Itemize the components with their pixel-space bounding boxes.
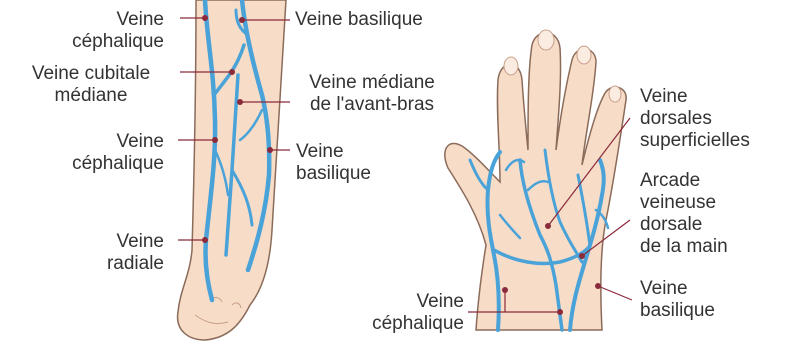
nail-middle	[538, 30, 554, 50]
label-line: médiane	[6, 85, 176, 107]
label-line: céphalique	[30, 31, 164, 53]
label-line: dorsale	[640, 214, 790, 236]
nail-index	[504, 57, 518, 75]
dot-cubitale	[229, 69, 235, 75]
label-veine-cubitale-mediane: Veine cubitale médiane	[6, 63, 176, 107]
label-line: basilique	[296, 163, 406, 185]
label-line: dorsales	[640, 108, 790, 130]
label-line: céphalique	[30, 153, 164, 175]
label-line: Veine	[330, 291, 464, 313]
label-veine-mediane-avant-bras: Veine médiane de l'avant-bras	[292, 72, 452, 116]
label-line: Veine	[60, 231, 164, 253]
label-veine-cephalique-top: Veine céphalique	[30, 9, 164, 53]
label-line: Veine	[30, 9, 164, 31]
label-veine-cephalique-hand: Veine céphalique	[330, 291, 464, 335]
label-line: Veine	[640, 278, 760, 300]
label-veine-basilique-mid: Veine basilique	[296, 141, 406, 185]
dot-cephalique-hand-2	[557, 309, 563, 315]
dot-cephalique-top	[202, 15, 208, 21]
nail-ring	[577, 46, 591, 64]
label-line: superficielles	[640, 130, 790, 152]
label-veine-radiale: Veine radiale	[60, 231, 164, 275]
label-line: céphalique	[330, 313, 464, 335]
dot-basilique-top	[239, 17, 245, 23]
label-line: de l'avant-bras	[292, 94, 452, 116]
label-arcade-veineuse-dorsale: Arcade veineuse dorsale de la main	[640, 170, 790, 258]
nail-little	[609, 86, 621, 102]
dot-cephalique-mid	[212, 137, 218, 143]
dot-dorsales	[545, 223, 551, 229]
label-line: basilique	[640, 300, 760, 322]
label-line: Veine	[30, 131, 164, 153]
label-veine-dorsales-superficielles: Veine dorsales superficielles	[640, 86, 790, 152]
label-veine-basilique-top: Veine basilique	[295, 9, 455, 31]
dot-mediane	[237, 99, 243, 105]
dot-cephalique-hand-1	[502, 287, 508, 293]
dot-basilique-mid	[267, 147, 273, 153]
label-line: veineuse	[640, 192, 790, 214]
label-line: Veine	[640, 86, 790, 108]
label-veine-basilique-hand: Veine basilique	[640, 278, 760, 322]
label-line: Veine basilique	[295, 9, 455, 31]
label-line: de la main	[640, 236, 790, 258]
leader-basilique-hand	[598, 286, 632, 300]
label-line: Veine cubitale	[6, 63, 176, 85]
label-line: Veine	[296, 141, 406, 163]
dot-basilique-hand	[595, 283, 601, 289]
dot-radiale	[202, 237, 208, 243]
dot-arcade	[579, 253, 585, 259]
label-line: Arcade	[640, 170, 790, 192]
label-line: Veine médiane	[292, 72, 452, 94]
label-veine-cephalique-mid: Veine céphalique	[30, 131, 164, 175]
label-line: radiale	[60, 253, 164, 275]
